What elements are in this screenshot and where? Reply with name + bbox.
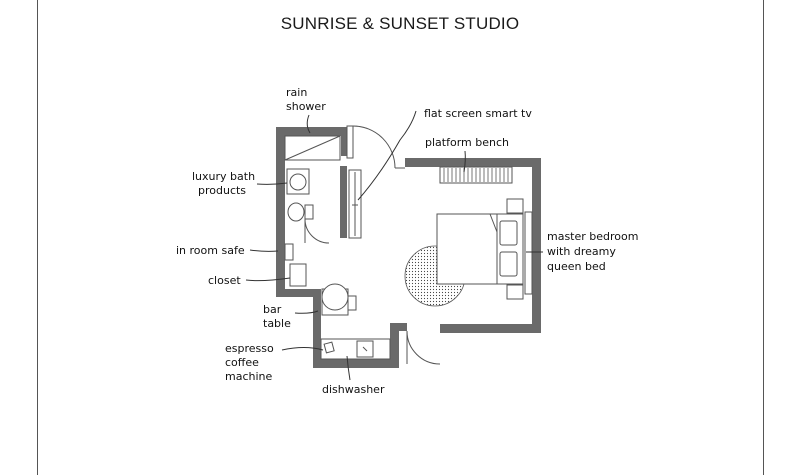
wall-kitchen-bottom bbox=[313, 359, 397, 368]
label-luxury-bath-products: luxury bath products bbox=[192, 170, 259, 197]
label-espresso-machine: espresso coffee machine bbox=[225, 342, 277, 383]
label-dishwasher: dishwasher bbox=[322, 383, 385, 396]
leader-lines bbox=[245, 110, 543, 381]
dishwasher bbox=[356, 340, 374, 358]
entry-door bbox=[346, 125, 405, 169]
label-closet: closet bbox=[208, 274, 241, 287]
platform-bench bbox=[439, 166, 513, 184]
bedroom-door bbox=[406, 330, 441, 365]
window bbox=[524, 211, 533, 295]
vanity-sink bbox=[286, 168, 310, 195]
rain-shower bbox=[284, 135, 341, 161]
tv-unit bbox=[348, 169, 362, 239]
wall-closet-bottom bbox=[276, 289, 320, 297]
closet bbox=[289, 263, 307, 287]
bar-table bbox=[321, 283, 357, 316]
kitchenette bbox=[320, 338, 391, 360]
nightstand-top bbox=[506, 198, 524, 214]
pillow bbox=[499, 251, 518, 277]
wall-bath-top bbox=[276, 127, 348, 136]
espresso-machine bbox=[323, 341, 335, 354]
nightstand-bottom bbox=[506, 284, 524, 300]
wall-kitchen-left bbox=[313, 289, 321, 359]
wall-bedroom-right bbox=[532, 158, 541, 333]
wall-left bbox=[276, 127, 285, 292]
walls bbox=[276, 127, 541, 368]
diagram-title: SUNRISE & SUNSET STUDIO bbox=[280, 14, 520, 33]
label-master-bedroom: master bedroom with dreamy queen bed bbox=[547, 230, 642, 273]
label-rain-shower: rain shower bbox=[286, 86, 326, 113]
queen-bed bbox=[436, 198, 524, 300]
wall-bath-inner bbox=[340, 166, 347, 238]
wall-kitchen-corner bbox=[390, 323, 407, 331]
wall-bedroom-top bbox=[405, 158, 541, 167]
wall-bath-right bbox=[341, 136, 348, 156]
wall-kitchen-right bbox=[390, 323, 399, 368]
bathroom-fixtures bbox=[284, 135, 341, 244]
toilet bbox=[287, 202, 305, 222]
left-border-line bbox=[37, 0, 38, 475]
label-in-room-safe: in room safe bbox=[176, 244, 245, 257]
label-flat-screen-tv: flat screen smart tv bbox=[424, 107, 532, 120]
pillow bbox=[499, 220, 518, 246]
label-bar-table: bar table bbox=[263, 303, 291, 330]
safe bbox=[284, 243, 294, 261]
right-border-line bbox=[763, 0, 764, 475]
wall-bedroom-bottom bbox=[440, 324, 540, 333]
label-platform-bench: platform bench bbox=[425, 136, 509, 149]
closet-area bbox=[284, 243, 307, 287]
